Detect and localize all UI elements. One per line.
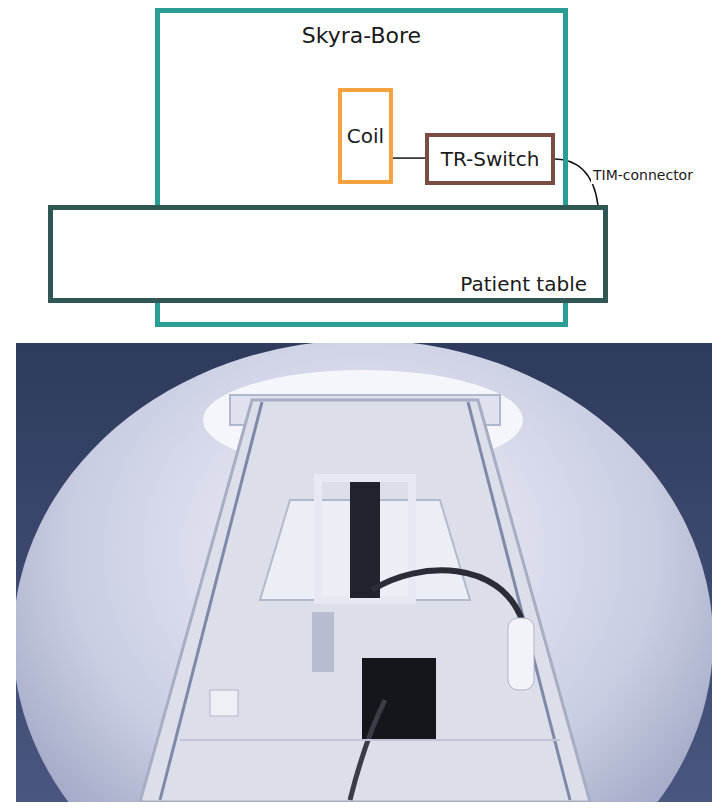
node-label: TR-Switch: [441, 148, 540, 171]
coil-box: Coil: [338, 88, 393, 184]
node-label: Skyra-Bore: [302, 23, 421, 48]
node-label: Coil: [347, 125, 384, 148]
switch-box: TR-Switch: [425, 133, 555, 185]
node-label: Patient table: [460, 273, 587, 296]
connector-label: TIM-connector: [591, 167, 695, 184]
wire-connector: [393, 157, 425, 159]
table-box: Patient table: [48, 205, 608, 303]
